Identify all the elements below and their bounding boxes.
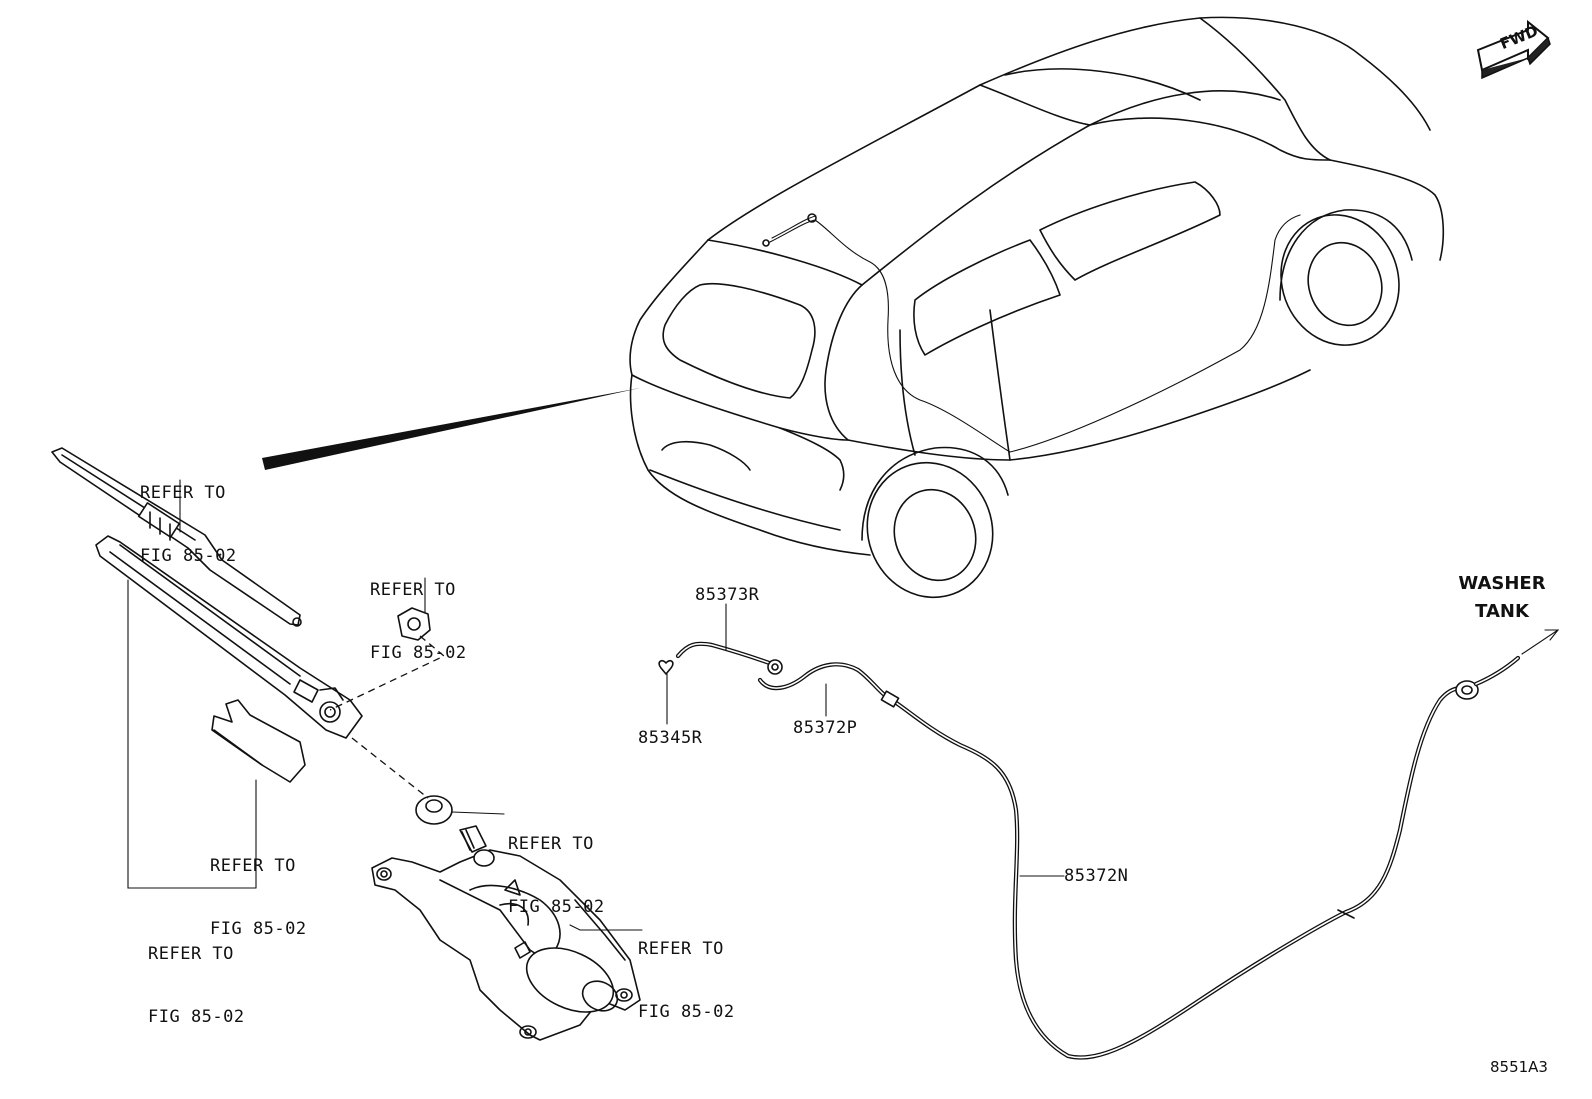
fwd-arrow-icon (1476, 19, 1551, 80)
refer-line: FIG 85-02 (638, 1002, 735, 1022)
washer-tank-line: WASHER (1458, 573, 1546, 594)
part-number-85372P: 85372P (793, 718, 858, 738)
washer-hose (757, 629, 1560, 1060)
refer-note-seal: REFER TO FIG 85-02 (508, 792, 605, 939)
washer-tank-line: TANK (1475, 601, 1529, 622)
vehicle-outline (262, 16, 1445, 599)
refer-note-motor: REFER TO FIG 85-02 (638, 897, 735, 1044)
refer-line: FIG 85-02 (140, 546, 237, 566)
refer-note-blade: REFER TO FIG 85-02 (140, 441, 237, 588)
part-number-85373R: 85373R (695, 585, 760, 605)
refer-line: REFER TO (370, 580, 456, 600)
refer-note-cap: REFER TO FIG 85-02 (210, 814, 307, 961)
part-number-85372N: 85372N (1064, 866, 1129, 886)
refer-line: REFER TO (210, 856, 296, 876)
wiper-arm-cap (211, 699, 306, 783)
wiper-nut (397, 607, 431, 641)
refer-line: FIG 85-02 (210, 919, 307, 939)
pivot-seal (415, 795, 453, 825)
refer-line: REFER TO (140, 483, 226, 503)
refer-line: REFER TO (508, 834, 594, 854)
refer-line: REFER TO (148, 944, 234, 964)
part-number-85345R: 85345R (638, 728, 703, 748)
refer-note-nut: REFER TO FIG 85-02 (370, 538, 467, 685)
leader-lines (127, 479, 1065, 931)
refer-line: FIG 85-02 (148, 1007, 245, 1027)
refer-note-arm: REFER TO FIG 85-02 (148, 902, 245, 1049)
refer-line: FIG 85-02 (508, 897, 605, 917)
figure-code: 8551A3 (1490, 1058, 1548, 1076)
refer-line: FIG 85-02 (370, 643, 467, 663)
wiper-motor (371, 825, 641, 1041)
wiper-arm (95, 535, 363, 739)
washer-tank-label: WASHER TANK (1452, 570, 1552, 626)
refer-line: REFER TO (638, 939, 724, 959)
wiper-blade (51, 447, 302, 627)
washer-nozzle (658, 641, 783, 675)
